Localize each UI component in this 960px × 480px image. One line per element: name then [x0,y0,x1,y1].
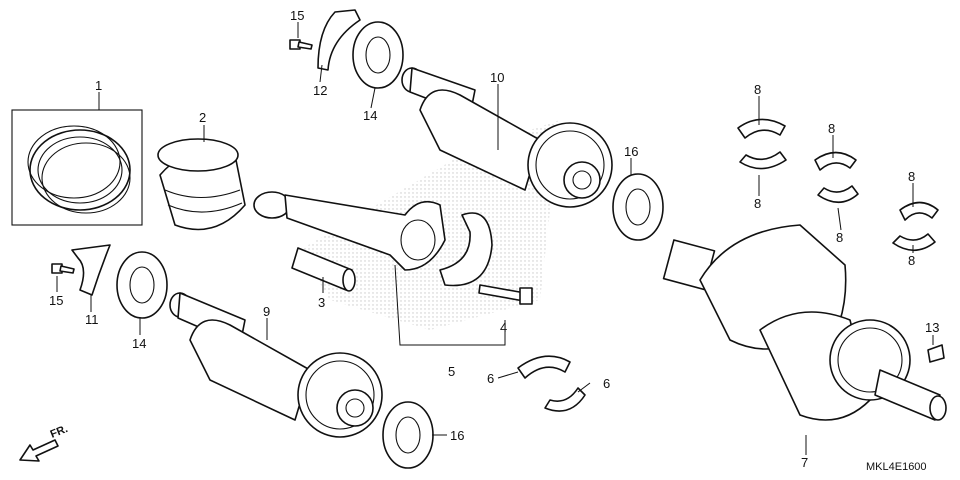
piston [157,138,246,231]
piston-pin [291,247,356,292]
callout-3: 3 [318,295,325,310]
front-direction-arrow: FR. [19,423,70,462]
leader-lines [56,22,934,455]
balancer-shaft-upper [401,67,613,208]
callout-10: 10 [490,70,504,85]
retainer-plate-lower [71,244,111,296]
callout-12: 12 [313,83,327,98]
callouts: 1 2 3 4 5 6 6 7 8 8 8 8 8 8 9 10 11 12 1… [49,8,939,470]
rod-bearing-upper [517,355,571,379]
callout-8d: 8 [836,230,843,245]
callout-8e: 8 [908,169,915,184]
bolt-upper [289,39,313,50]
connecting-rod [253,191,446,271]
callout-4: 4 [500,320,507,335]
diagram-code: MKL4E1600 [866,461,927,473]
bearing-right-lower [382,401,434,469]
callout-16a: 16 [624,144,638,159]
callout-6b: 6 [603,376,610,391]
callout-9: 9 [263,304,270,319]
callout-2: 2 [199,110,206,125]
callout-bracket [394,264,506,346]
retainer-plate-upper [317,9,361,71]
rod-bolt [478,284,533,305]
bearing-lower [116,251,168,319]
bolt-lower [51,263,75,274]
front-direction-label: FR. [49,423,70,441]
bearing-upper [352,21,404,89]
callout-13: 13 [925,320,939,335]
main-bearing-2 [814,151,859,204]
callout-15a: 15 [290,8,304,23]
crankshaft [662,224,947,421]
callout-8c: 8 [828,121,835,136]
callout-11: 11 [85,312,99,327]
callout-1: 1 [95,78,102,93]
callout-14b: 14 [132,336,146,351]
callout-8a: 8 [754,82,761,97]
callout-16b: 16 [450,428,464,443]
piston-rings [11,109,143,226]
callout-7: 7 [801,455,808,470]
main-bearing-1 [737,118,787,170]
callout-5: 5 [448,364,455,379]
bearing-right-upper [612,173,664,241]
woodruff-key [927,344,945,363]
callout-8b: 8 [754,196,761,211]
main-bearing-3 [892,201,939,252]
balancer-shaft-lower [169,292,383,438]
callout-8f: 8 [908,253,915,268]
callout-14a: 14 [363,108,377,123]
rod-bearing-lower [544,387,586,412]
callout-6a: 6 [487,371,494,386]
connecting-rod-cap [439,212,493,287]
callout-15b: 15 [49,293,63,308]
